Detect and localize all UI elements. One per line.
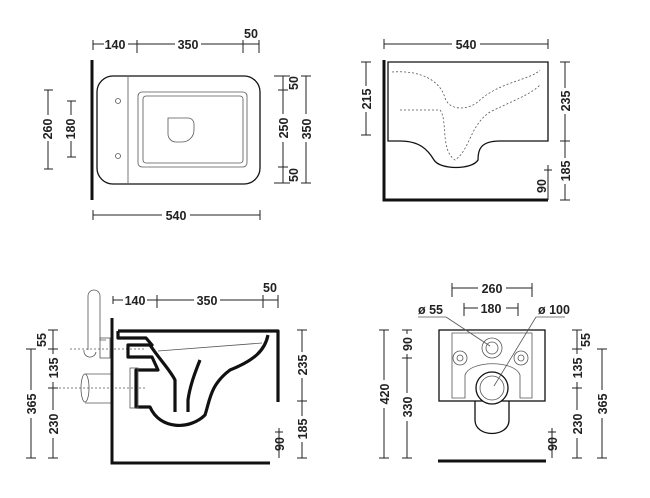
label-d55: ø 55 [418, 303, 443, 317]
dim-235: 235 [296, 355, 310, 376]
dim-215: 215 [360, 89, 374, 110]
dim-50: 50 [244, 27, 258, 41]
dim-55: 55 [579, 333, 593, 347]
dim-90: 90 [401, 337, 415, 351]
trap-outline [474, 401, 510, 434]
dim-180: 180 [64, 119, 78, 140]
dim-365: 365 [25, 394, 39, 415]
rear-view: ø 55 ø 100 260 180 420 90 330 55 135 230… [377, 280, 610, 463]
dim-135: 135 [47, 358, 61, 379]
dim-260: 260 [41, 119, 55, 140]
inlet-55 [485, 341, 499, 355]
flush-pipe [87, 289, 106, 350]
bowl-section [116, 329, 280, 428]
dim-135: 135 [571, 358, 585, 379]
dim-230: 230 [47, 414, 61, 435]
bowl-profile [387, 61, 549, 169]
dim-180: 180 [481, 302, 502, 316]
waste-pipe [85, 373, 112, 404]
dim-55: 55 [35, 333, 49, 347]
dim-235: 235 [559, 91, 573, 112]
dim-230: 230 [571, 414, 585, 435]
section-view: 140 350 50 55 135 230 365 235 185 90 [24, 281, 310, 465]
dim-50-bottom: 50 [287, 168, 301, 182]
dim-50-top: 50 [287, 76, 301, 90]
dim-140: 140 [125, 294, 146, 308]
dim-185: 185 [559, 161, 573, 182]
wall-floor-line [382, 60, 548, 202]
flush-outlet [167, 117, 195, 143]
mounting-bracket [451, 332, 533, 399]
dim-90-floor: 90 [546, 437, 560, 451]
dim-350: 350 [197, 294, 218, 308]
wall-floor-line [110, 318, 270, 465]
dim-330: 330 [401, 397, 415, 418]
top-view: 140 350 50 540 260 180 50 250 50 350 [40, 27, 314, 223]
dim-140: 140 [105, 38, 126, 52]
dim-420: 420 [378, 384, 392, 405]
dim-350: 350 [178, 38, 199, 52]
dim-350-height: 350 [300, 119, 314, 140]
dim-540: 540 [166, 209, 187, 223]
dim-260: 260 [482, 282, 503, 296]
dim-90: 90 [273, 437, 287, 451]
outlet-100 [479, 375, 505, 401]
side-view: 540 215 235 185 90 [359, 36, 573, 202]
dim-540: 540 [456, 38, 477, 52]
dim-90: 90 [535, 179, 549, 193]
dim-365: 365 [596, 394, 610, 415]
label-d100: ø 100 [538, 303, 570, 317]
dim-50: 50 [263, 281, 277, 295]
dim-185: 185 [296, 419, 310, 440]
dim-250: 250 [277, 118, 291, 139]
